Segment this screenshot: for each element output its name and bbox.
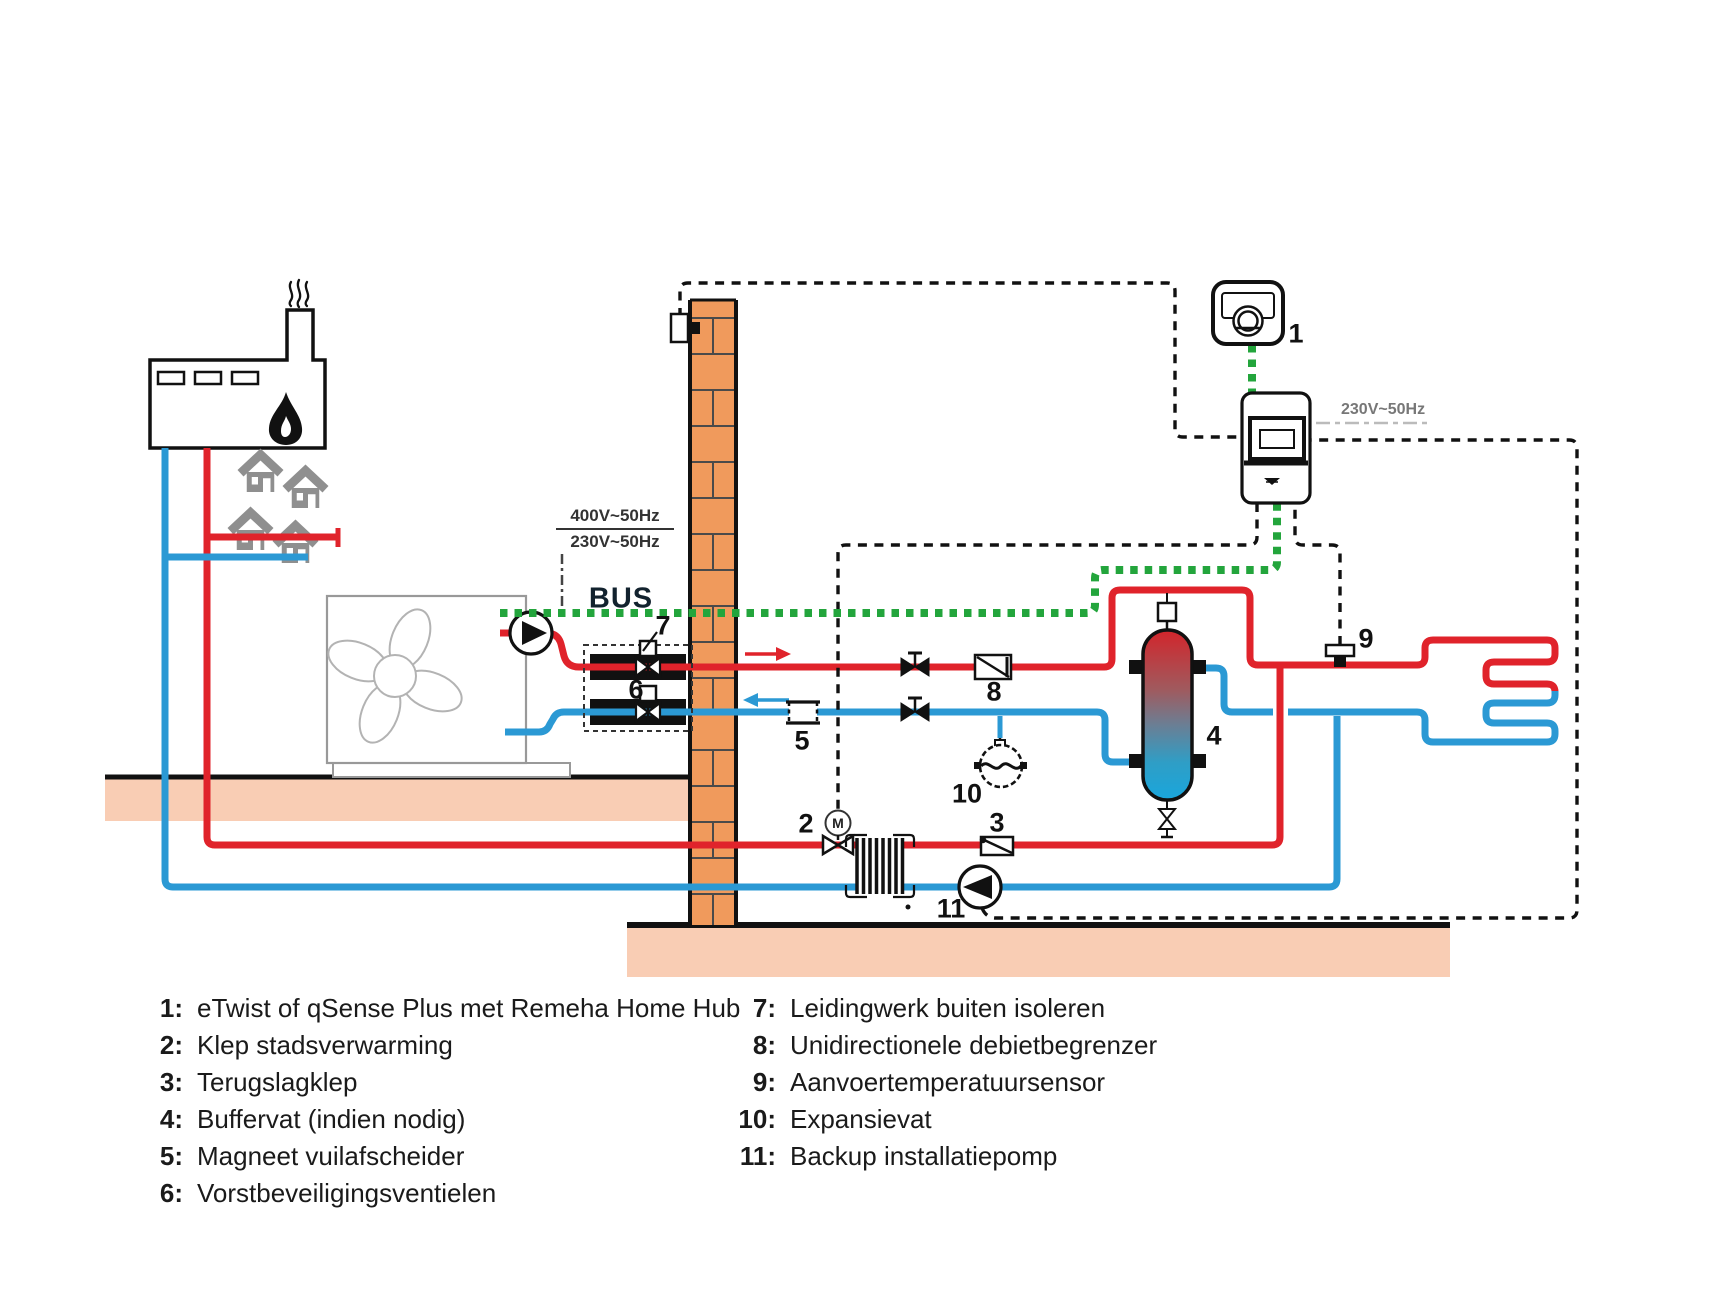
legend-item-6: 6: Vorstbeveiligingsventielen (145, 1178, 496, 1212)
legend-num: 2: (159, 1030, 183, 1060)
meter-icon (1240, 391, 1312, 505)
legend-item-8: 8: Unidirectionele debietbegrenzer (730, 1030, 1157, 1064)
motor-m-label: M (832, 815, 844, 831)
district-heating-plant-icon (148, 278, 327, 450)
brick-wall (688, 298, 738, 925)
legend-item-5: 5: Magneet vuilafscheider (145, 1141, 465, 1175)
callout-11: 11 (936, 893, 966, 924)
heat-exchanger-icon (844, 833, 916, 910)
callout-1: 1 (1288, 318, 1304, 349)
legend-item-1: 1: eTwist of qSense Plus met Remeha Home … (145, 993, 740, 1027)
houses-icon (227, 448, 329, 563)
expansion-vessel-icon (974, 738, 1027, 789)
legend-item-3: 3: Terugslagklep (145, 1067, 358, 1101)
flow-arrow-return (743, 693, 789, 707)
flame-icon (268, 392, 303, 445)
callout-8: 8 (986, 676, 1002, 707)
legend-text: Expansievat (790, 1104, 932, 1134)
legend-num: 1: (159, 993, 183, 1023)
legend-item-2: 2: Klep stadsverwarming (145, 1030, 453, 1064)
legend-num: 7: (752, 993, 776, 1023)
callout-7: 7 (655, 610, 671, 641)
pipe-insulation-sections (583, 631, 693, 732)
legend-item-10: 10: Expansievat (730, 1104, 932, 1138)
legend-text: eTwist of qSense Plus met Remeha Home Hu… (197, 993, 741, 1023)
bus-label: BUS (588, 582, 654, 615)
bus-line-green (500, 345, 1281, 617)
legend-item-7: 7: Leidingwerk buiten isoleren (730, 993, 1105, 1027)
fan-icon (327, 608, 463, 744)
shutoff-valve-icon (900, 651, 930, 677)
power-line-dashdot (560, 421, 1430, 608)
callout-5: 5 (794, 725, 810, 756)
frost-protection-valve-icon (634, 639, 662, 679)
legend-text: Buffervat (indien nodig) (197, 1104, 466, 1134)
legend-num: 10: (738, 1104, 776, 1134)
callout-6: 6 (628, 674, 644, 705)
shutoff-valve-icon (900, 696, 930, 722)
callout-9: 9 (1358, 623, 1374, 654)
legend-text: Klep stadsverwarming (197, 1030, 453, 1060)
legend-text: Unidirectionele debietbegrenzer (790, 1030, 1158, 1060)
legend-item-4: 4: Buffervat (indien nodig) (145, 1104, 465, 1138)
supply-pipes-red (203, 448, 1559, 849)
callout-2: 2 (798, 808, 814, 839)
callout-3: 3 (989, 807, 1005, 838)
legend-num: 3: (159, 1067, 183, 1097)
legend-num: 4: (159, 1104, 183, 1134)
heat-pump-unit (325, 594, 571, 778)
heatpump-voltage-label: 400V~50Hz 230V~50Hz (556, 506, 674, 552)
legend-text: Vorstbeveiligingsventielen (197, 1178, 497, 1208)
legend-item-9: 9: Aanvoertemperatuursensor (730, 1067, 1105, 1101)
legend-num: 5: (159, 1141, 183, 1171)
legend-num: 6: (159, 1178, 183, 1208)
legend-text: Aanvoertemperatuursensor (790, 1067, 1106, 1097)
buffer-vessel-icon (1129, 593, 1206, 839)
legend-num: 11: (739, 1141, 776, 1171)
flow-limiter-icon (973, 653, 1013, 681)
indoor-floor (627, 922, 1450, 977)
check-valve-icon (979, 835, 1015, 857)
flow-arrow-supply (745, 647, 791, 661)
callout-10: 10 (951, 778, 983, 809)
legend-item-11: 11: Backup installatiepomp (730, 1141, 1058, 1175)
legend-num: 8: (752, 1030, 776, 1060)
thermostat-icon (1211, 280, 1285, 346)
backup-pump-icon (957, 864, 1003, 910)
outdoor-ground (105, 774, 690, 821)
voltage-400-label: 400V~50Hz (556, 506, 674, 530)
drain-valve-icon (1156, 800, 1178, 839)
legend-text: Magneet vuilafscheider (197, 1141, 465, 1171)
steam-icon (288, 278, 310, 309)
legend-text: Backup installatiepomp (790, 1141, 1058, 1171)
pump-icon (508, 610, 554, 656)
dirt-separator-icon (786, 700, 820, 725)
legend-text: Terugslagklep (197, 1067, 358, 1097)
legend-text: Leidingwerk buiten isoleren (790, 993, 1106, 1023)
frost-protection-valve-icon (634, 684, 662, 724)
meter-voltage-label: 230V~50Hz (1341, 401, 1426, 418)
legend-num: 9: (752, 1067, 776, 1097)
voltage-230-label: 230V~50Hz (570, 532, 660, 551)
control-wiring-dashed (678, 281, 1579, 920)
outdoor-sensor-icon (669, 312, 700, 344)
callout-4: 4 (1206, 720, 1222, 751)
